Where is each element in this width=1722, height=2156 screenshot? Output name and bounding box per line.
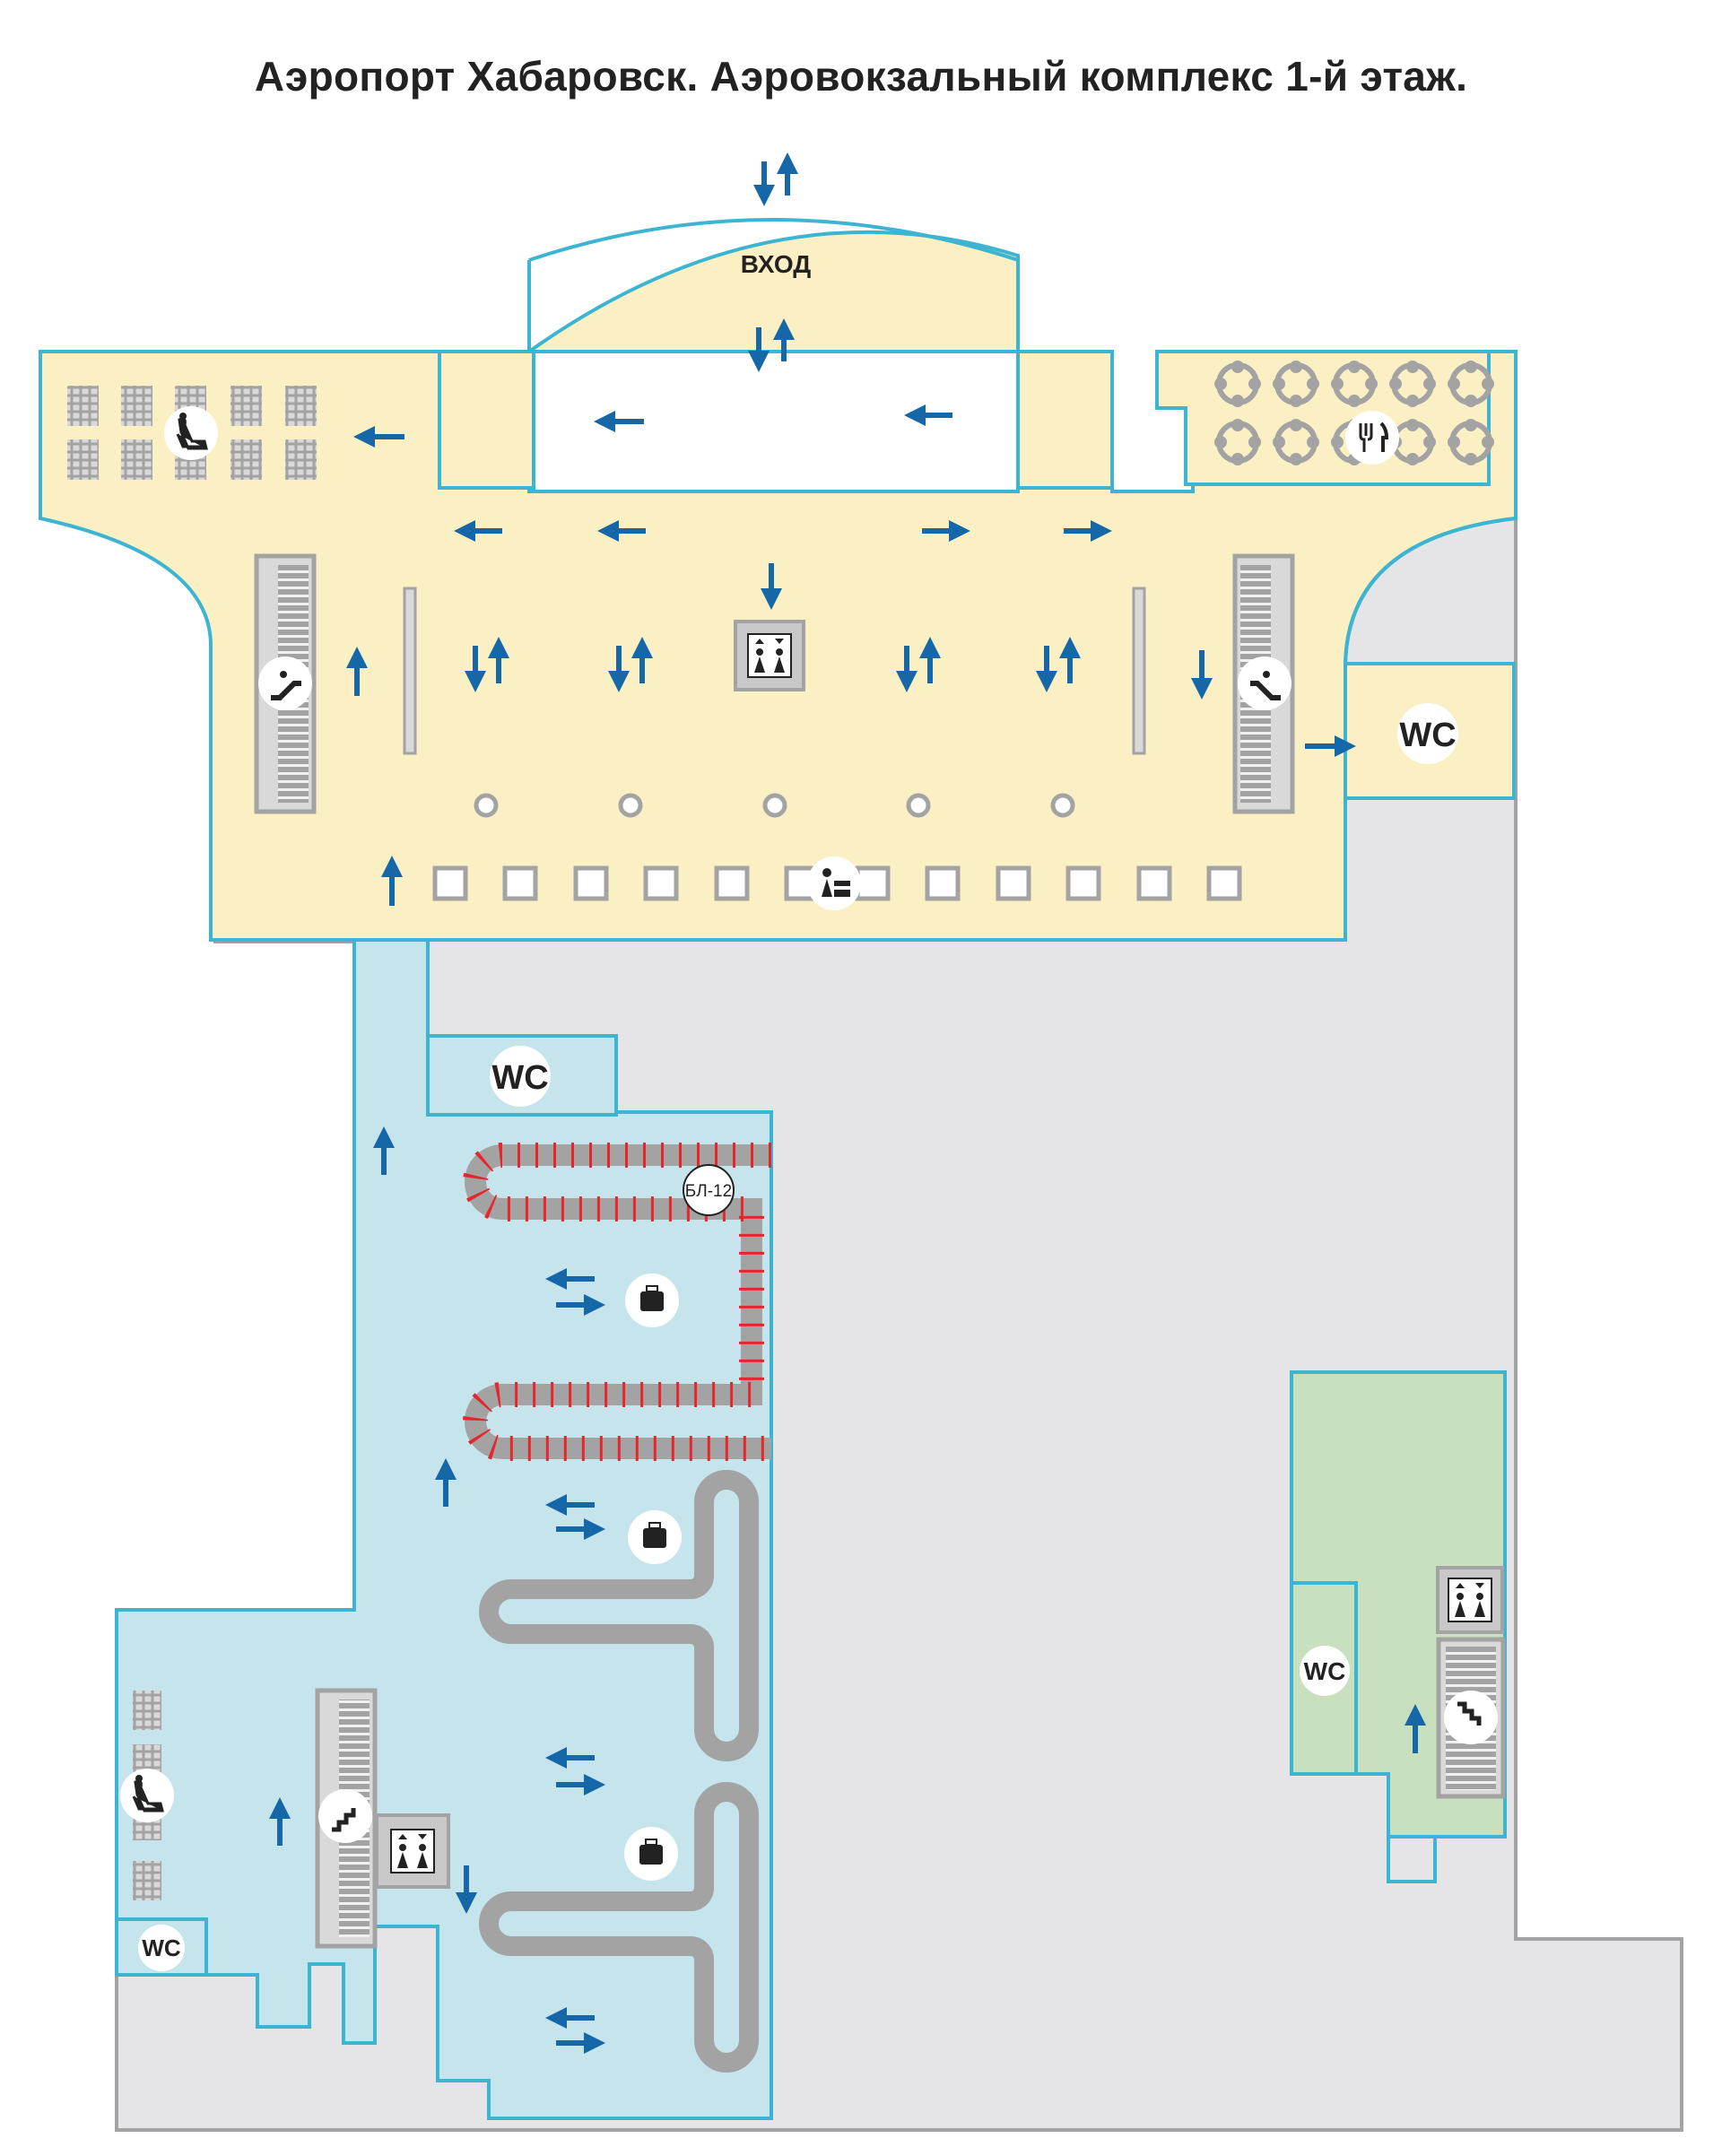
restaurant-icon <box>1345 411 1399 465</box>
wc-badge-arrival-top: WC <box>490 1046 551 1107</box>
page-title: Аэропорт Хабаровск. Аэровокзальный компл… <box>254 53 1468 100</box>
wc-badge-arrival-bottom: WC <box>138 1925 185 1971</box>
baggage-claim-icon-2 <box>628 1510 682 1564</box>
baggage-claim-icon-1 <box>625 1274 679 1327</box>
partition-left <box>403 587 417 755</box>
stairs-icon-green-zone <box>1444 1691 1498 1744</box>
baggage-carousel-3 <box>479 1781 759 2073</box>
belt-label: БЛ-12 <box>685 1182 732 1201</box>
elevator-green-zone <box>1436 1566 1504 1634</box>
wc-label-arrival-top: WC <box>491 1059 548 1097</box>
check-in-counters <box>432 865 1242 901</box>
wc-badge-departure: WC <box>1397 703 1458 764</box>
entrance-label: ВХОД <box>741 250 812 278</box>
partition-right <box>1132 587 1146 755</box>
baggage-belt-bl12: БЛ-12 <box>463 1143 771 1461</box>
waiting-area-icon-arrival <box>120 1769 174 1822</box>
waiting-seats-arrival <box>133 1691 161 1900</box>
baggage-carousel-2 <box>479 1469 759 1761</box>
waiting-seats-departure <box>67 386 317 480</box>
escalator-down-icon <box>1238 656 1292 710</box>
wc-badge-green-zone: WC <box>1300 1646 1350 1696</box>
baggage-claim-icon-3 <box>624 1827 678 1881</box>
direction-arrows <box>269 152 1426 2054</box>
elevator-arrival <box>375 1813 450 1889</box>
columns <box>474 793 1075 818</box>
escalator-up-icon <box>258 656 312 710</box>
elevator-departure <box>734 620 805 691</box>
check-in-icon <box>807 856 861 910</box>
wc-label-arrival-bottom: WC <box>142 1934 181 1961</box>
stairs-icon-arrival <box>318 1789 372 1843</box>
wc-label-departure: WC <box>1399 717 1456 754</box>
wc-label-green-zone: WC <box>1304 1657 1346 1685</box>
waiting-area-icon <box>164 406 218 460</box>
